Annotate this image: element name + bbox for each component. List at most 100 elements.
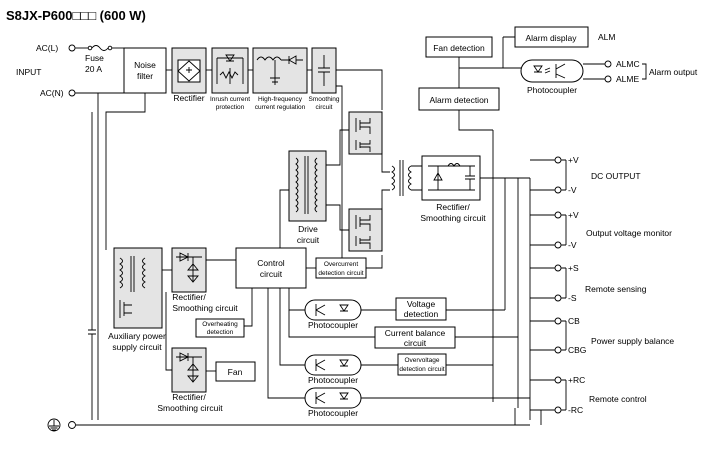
ac-n-terminal <box>68 89 76 97</box>
overheat-box <box>195 318 245 338</box>
almc-terminal <box>604 60 612 68</box>
vplus1-terminal <box>554 156 562 164</box>
alm-label: ALM <box>598 32 615 42</box>
alarm-photocoupler-icon <box>533 63 566 79</box>
overvolt-label-2: detection circuit <box>399 366 444 373</box>
vminus2-label: -V <box>568 240 577 250</box>
aux-label-2: supply circuit <box>112 342 162 352</box>
alarm-output-bracket <box>642 63 647 80</box>
alarm-detection-label: Alarm detection <box>429 95 488 105</box>
rcplus-label: +RC <box>568 375 585 385</box>
ac-l-terminal <box>68 44 76 52</box>
wire-transformer-secondary <box>411 165 422 191</box>
alme-label: ALME <box>616 74 639 84</box>
vplus1-label: +V <box>568 155 579 165</box>
photocoupler-1-icon <box>315 304 349 316</box>
wire-alarm-detection <box>458 110 493 131</box>
inrush-icon <box>216 54 244 84</box>
control-circuit-box <box>235 247 307 289</box>
current-balance-box <box>374 326 456 349</box>
fan-label: Fan <box>228 367 243 377</box>
fuse-value: 20 A <box>85 64 102 74</box>
vminus2-terminal <box>554 241 562 249</box>
fan-box <box>215 361 256 382</box>
rcplus-terminal <box>554 376 562 384</box>
rcminus-terminal <box>554 406 562 414</box>
transistor-upper-icon <box>355 118 371 152</box>
splus-label: +S <box>568 263 579 273</box>
output-terminals <box>530 156 567 414</box>
dc-output-label: DC OUTPUT <box>591 171 641 181</box>
drive-label-2: circuit <box>297 235 320 245</box>
output-rectifier-icon <box>428 163 475 191</box>
switch-lower-box <box>348 208 383 252</box>
smoothing-label-1: Smoothing <box>308 96 339 103</box>
input-label: INPUT <box>16 67 42 77</box>
wire-control-drive <box>279 189 289 248</box>
photocoupler-2-box <box>304 354 362 376</box>
inrush-label-1: Inrush current <box>210 96 250 103</box>
alarm-display-label: Alarm display <box>525 33 577 43</box>
remote-sensing-label: Remote sensing <box>585 284 647 294</box>
current-bal-label-1: Current balance <box>385 328 446 338</box>
overcurrent-label-2: detection circuit <box>318 270 363 277</box>
cbg-terminal <box>554 346 562 354</box>
wire-control-photocouplers <box>267 288 305 399</box>
wire-alarm-output <box>583 63 605 80</box>
almc-label: ALMC <box>616 59 640 69</box>
wire-aux-fan <box>165 292 172 371</box>
noise-filter-label-1: Noise <box>134 60 156 70</box>
ground-icon <box>47 418 61 432</box>
control-label-1: Control <box>257 258 285 268</box>
aux-transformer-icon <box>119 256 146 318</box>
voltage-det-label-2: detection <box>404 309 439 319</box>
alarm-output-label: Alarm output <box>649 67 698 77</box>
fan-detection-label: Fan detection <box>433 43 485 53</box>
noise-filter-label-2: filter <box>137 71 153 81</box>
wire-control-current <box>288 310 375 338</box>
ac-n-label: AC(N) <box>40 88 64 98</box>
photocoupler-1-box <box>304 299 362 321</box>
overheat-label-2: detection <box>207 329 234 336</box>
wire-switch-transformer <box>381 154 390 209</box>
overcurrent-label-1: Overcurrent <box>324 261 359 268</box>
photocoupler-3-icon <box>315 392 349 404</box>
rcminus-label: -RC <box>568 405 583 415</box>
output-rectifier-label-1: Rectifier/ <box>436 202 470 212</box>
fan-rectifier-icon <box>176 352 202 383</box>
wire-overheat-control <box>244 288 253 327</box>
photocoupler-3-label: Photocoupler <box>308 408 358 418</box>
sminus-terminal <box>554 294 562 302</box>
fan-rect-label-2: Smoothing circuit <box>157 403 223 413</box>
smoothing-label-2: circuit <box>316 104 333 111</box>
hf-regulation-box <box>252 47 308 94</box>
drive-label-1: Drive <box>298 224 318 234</box>
photocoupler-2-icon <box>315 359 349 371</box>
inrush-label-2: protection <box>216 104 245 111</box>
output-rectifier-box <box>421 155 481 201</box>
aux-rect-label-1: Rectifier/ <box>172 292 206 302</box>
hf-label-1: High-frequency <box>258 96 303 103</box>
fuse-end-left <box>87 45 93 51</box>
smoothing-box <box>311 47 337 94</box>
overheat-label-1: Overheating <box>202 321 238 328</box>
fuse-icon <box>91 45 109 51</box>
photocoupler-3-box <box>304 387 362 409</box>
psb-label: Power supply balance <box>591 336 674 346</box>
rectifier-label: Rectifier <box>173 93 204 103</box>
vminus1-label: -V <box>568 185 577 195</box>
hf-regulation-icon <box>256 55 303 85</box>
hf-label-2: current regulation <box>255 104 306 111</box>
photocoupler-1-label: Photocoupler <box>308 320 358 330</box>
wire-remote-ground <box>514 408 545 425</box>
remote-control-label: Remote control <box>589 394 647 404</box>
switch-upper-box <box>348 111 383 155</box>
wire-primary-bus <box>336 69 383 110</box>
alarm-photocoupler-box <box>520 59 584 83</box>
voltage-monitor-label: Output voltage monitor <box>586 228 672 238</box>
alarm-photocoupler-label: Photocoupler <box>527 85 577 95</box>
aux-power-box <box>113 247 163 329</box>
aux-rect-label-2: Smoothing circuit <box>172 303 238 313</box>
ground-terminal <box>68 421 76 429</box>
